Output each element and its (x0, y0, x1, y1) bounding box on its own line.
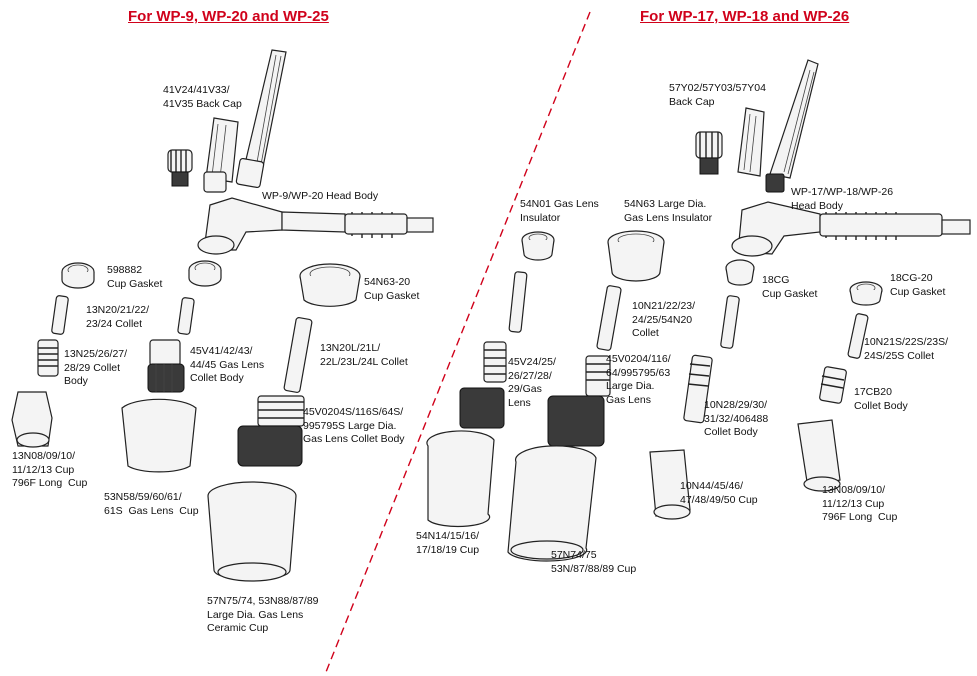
label-left-collet-body: 13N25/26/27/ 28/29 Collet Body (64, 348, 128, 387)
label-right-cup-57n74: 57N74/75 53N/87/88/89 Cup (551, 549, 637, 575)
left-gas-lens-gasket (188, 260, 222, 287)
right-back-cap-short (695, 131, 723, 175)
left-back-cap-short (167, 149, 193, 187)
label-right-cup-54n14: 54N14/15/16/ 17/18/19 Cup (416, 530, 480, 556)
label-right-large-insulator: 54N63 Large Dia. Gas Lens Insulator (624, 198, 713, 224)
label-left-long-cup: 13N08/09/10/ 11/12/13 Cup 796F Long Cup (12, 450, 88, 489)
right-collet-s (847, 313, 869, 359)
right-cup-57n74 (507, 445, 597, 562)
label-right-cup-10n44: 10N44/45/46/ 47/48/49/50 Cup (680, 480, 758, 506)
right-gas-lens-collet (508, 271, 528, 333)
right-collet-body-10n28 (683, 354, 713, 424)
left-collet (51, 295, 69, 335)
left-cup-gasket (61, 262, 95, 289)
left-back-cap-long (235, 49, 287, 189)
right-gas-lens-insulator (521, 231, 555, 261)
left-gas-lens-collet-body (147, 339, 185, 393)
label-left-large-ceramic-cup: 57N75/74, 53N88/87/89 Large Dia. Gas Len… (207, 595, 319, 634)
right-cup-54n14 (426, 430, 495, 528)
left-large-cup-gasket (299, 263, 361, 307)
label-left-large-collet-body: 45V0204S/116S/64S/ 995795S Large Dia. Ga… (303, 406, 405, 445)
right-gas-lens (459, 341, 507, 429)
left-long-cup (11, 391, 53, 448)
right-back-cap-long (765, 59, 819, 193)
right-cup-10n44 (649, 449, 691, 520)
left-section-title: For WP-9, WP-20 and WP-25 (128, 8, 329, 25)
label-right-cup-gasket-18cg20: 18CG-20 Cup Gasket (890, 272, 946, 298)
label-right-large-gas-lens: 45V0204/116/ 64/995795/63 Large Dia. Gas… (606, 353, 671, 406)
right-long-cup (797, 419, 841, 492)
right-cup-gasket-18cg20 (849, 281, 883, 306)
left-large-collet-body (237, 395, 305, 467)
right-collet-10n (720, 295, 740, 349)
label-right-collet-body-17cb20: 17CB20 Collet Body (854, 386, 908, 412)
label-left-long-collet: 13N20L/21L/ 22L/23L/24L Collet (320, 342, 408, 368)
right-large-insulator (607, 230, 665, 282)
left-long-collet (283, 317, 313, 393)
left-gas-lens-collet (177, 297, 195, 335)
right-back-cap-medium (737, 107, 765, 177)
left-back-cap-medium (203, 117, 239, 193)
label-left-gas-lens-cup: 53N58/59/60/61/ 61S Gas Lens Cup (104, 491, 199, 517)
label-right-collet-body-10n28: 10N28/29/30/ 31/32/406488 Collet Body (704, 399, 769, 438)
label-left-back-cap: 41V24/41V33/ 41V35 Back Cap (163, 84, 242, 110)
left-large-ceramic-cup (207, 481, 297, 582)
right-collet-body-17cb20 (819, 366, 847, 404)
right-head-body (731, 201, 971, 257)
left-head-body (197, 197, 434, 255)
label-right-long-cup: 13N08/09/10/ 11/12/13 Cup 796F Long Cup (822, 484, 898, 523)
right-large-collet (596, 285, 622, 351)
label-left-large-cup-gasket: 54N63-20 Cup Gasket (364, 276, 420, 302)
right-cup-gasket-18cg (725, 259, 755, 286)
label-left-cup-gasket: 598882 Cup Gasket (107, 264, 163, 290)
label-right-large-collet: 10N21/22/23/ 24/25/54N20 Collet (632, 300, 696, 339)
right-section-title: For WP-17, WP-18 and WP-26 (640, 8, 850, 25)
label-right-head-body: WP-17/WP-18/WP-26 Head Body (791, 186, 894, 212)
left-collet-body (37, 339, 59, 377)
label-right-gas-lens-insulator: 54N01 Gas Lens Insulator (520, 198, 599, 224)
label-right-collet-s: 10N21S/22S/23S/ 24S/25S Collet (864, 336, 949, 362)
right-large-gas-lens (547, 355, 611, 447)
label-left-head-body: WP-9/WP-20 Head Body (262, 190, 379, 202)
label-right-cup-gasket-18cg: 18CG Cup Gasket (762, 274, 818, 300)
label-left-gas-lens-collet-body: 45V41/42/43/ 44/45 Gas Lens Collet Body (190, 345, 265, 384)
left-gas-lens-cup (121, 398, 197, 473)
label-right-back-cap: 57Y02/57Y03/57Y04 Back Cap (669, 82, 766, 108)
label-right-gas-lens: 45V24/25/ 26/27/28/ 29/Gas Lens (508, 356, 556, 409)
section-divider (325, 11, 591, 673)
label-left-collet: 13N20/21/22/ 23/24 Collet (86, 304, 150, 330)
